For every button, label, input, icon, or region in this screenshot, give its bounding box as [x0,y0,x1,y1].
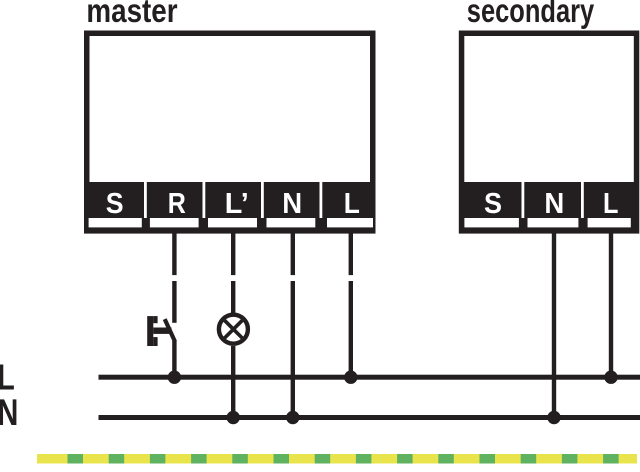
svg-text:L: L [0,356,15,397]
svg-text:L’: L’ [225,188,249,220]
svg-text:L: L [344,188,360,220]
svg-text:N: N [544,188,564,220]
svg-text:N: N [0,391,18,433]
svg-text:N: N [282,188,302,220]
svg-text:master: master [86,0,177,29]
svg-text:L: L [603,188,618,220]
svg-text:S: S [106,188,124,220]
svg-text:R: R [168,188,186,220]
svg-text:secondary: secondary [467,0,595,29]
svg-text:S: S [484,188,502,220]
